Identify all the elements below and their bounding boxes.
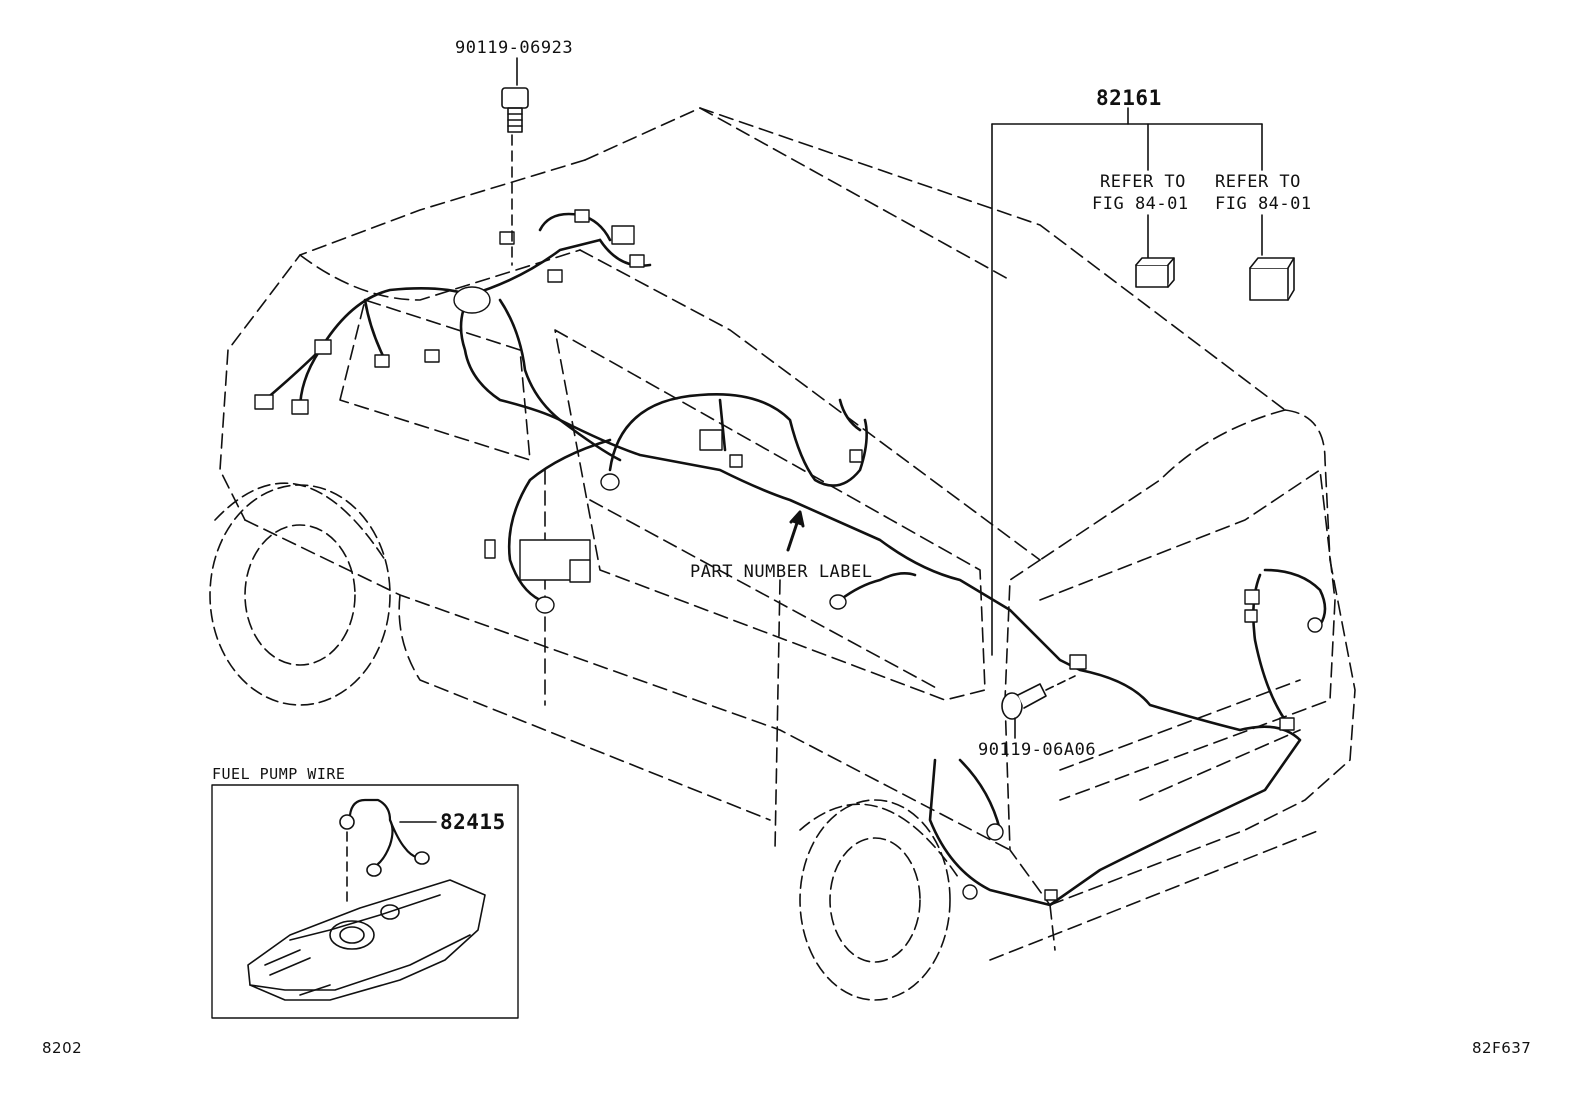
rear-wheel bbox=[799, 799, 961, 1001]
relay-block-left bbox=[1135, 257, 1175, 288]
callout-bolt-rear: 90119-06A06 bbox=[978, 740, 1097, 760]
fuel-pump-inset bbox=[211, 784, 519, 1019]
refer-left-line2: FIG 84-01 bbox=[1092, 194, 1189, 214]
refer-left-line1: REFER TO bbox=[1100, 172, 1186, 192]
van-body-outline bbox=[219, 107, 1356, 961]
front-wheel bbox=[209, 482, 391, 706]
bolt-rear bbox=[1001, 675, 1076, 739]
relay-block-right bbox=[1249, 257, 1295, 301]
label-arrow bbox=[786, 510, 805, 552]
part-number-label: PART NUMBER LABEL bbox=[690, 562, 873, 582]
refer-right-line1: REFER TO bbox=[1215, 172, 1301, 192]
footer-right-code: 82F637 bbox=[1472, 1039, 1532, 1057]
callout-fuel-pump-wire: 82415 bbox=[440, 810, 506, 834]
bolt-top bbox=[501, 57, 529, 266]
inset-title: FUEL PUMP WIRE bbox=[212, 765, 346, 783]
footer-left-code: 8202 bbox=[42, 1039, 83, 1057]
callout-harness-82161: 82161 bbox=[1096, 86, 1162, 110]
harness-connectors bbox=[254, 209, 1323, 901]
callout-bolt-top: 90119-06923 bbox=[455, 38, 574, 58]
wire-harness bbox=[263, 212, 1327, 907]
part-82161-leader bbox=[991, 107, 1263, 656]
refer-right-line2: FIG 84-01 bbox=[1215, 194, 1312, 214]
